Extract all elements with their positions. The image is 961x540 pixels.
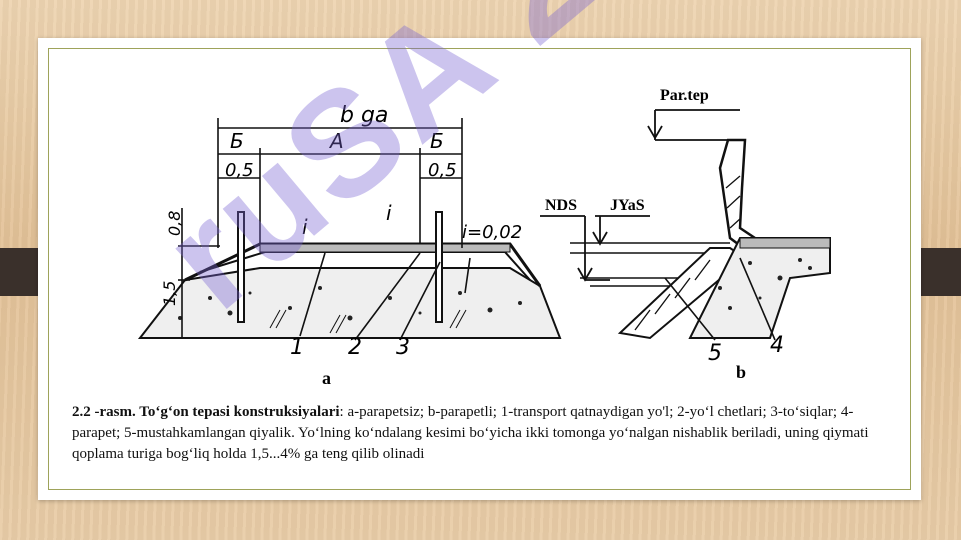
slope-i-right-label: i [386,201,392,225]
label-1: 1 [290,335,304,360]
embankment-a [137,267,562,339]
dim-b-right-label: Б [430,129,444,153]
caption-title: 2.2 -rasm. To‘g‘on tepasi konstruksiyala… [72,404,340,420]
slope-i-left-label: i [302,215,308,239]
dim-08-label: 0,8 [165,211,184,236]
nds-label: NDS [545,197,577,214]
dam-crest-drawing: b ga Б А Б 0,5 0,5 0,8 1,5 i i i=0,02 1 … [137,87,831,388]
dam-crest-figure: b ga Б А Б 0,5 0,5 0,8 1,5 i i i=0,02 1 … [90,48,876,394]
label-b: b [736,362,746,382]
label-3: 3 [396,335,410,360]
slide-frame [48,48,911,490]
label-4: 4 [770,333,784,358]
slope-value-label: i=0,02 [462,222,522,243]
figure-caption: 2.2 -rasm. To‘g‘on tepasi konstruksiyala… [72,402,900,465]
dim-15-label: 1,5 [160,281,179,306]
caption-text: : a-parapetsiz; b-parapetli; 1-transport… [72,404,869,462]
label-a: a [322,368,331,388]
dim-b-ga-label: b ga [340,103,388,128]
par-tep-label: Par.tep [660,87,709,104]
label-5: 5 [708,341,722,366]
label-2: 2 [348,335,362,360]
dim-a-label: А [328,129,344,153]
barrier-post-right [435,211,443,323]
barrier-post-left [237,211,245,323]
dim-05-right-label: 0,5 [428,160,457,181]
jyas-label: JYaS [610,197,645,214]
dim-05-left-label: 0,5 [225,160,254,181]
dim-b-left-label: Б [230,129,244,153]
parapet [718,138,774,255]
